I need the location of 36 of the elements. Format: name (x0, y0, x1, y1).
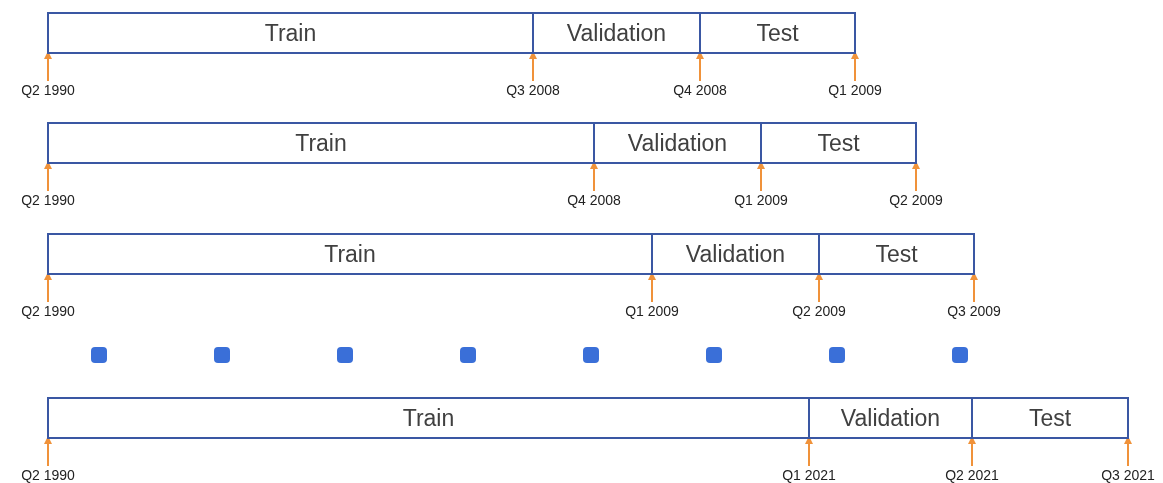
date-label: Q1 2009 (734, 192, 788, 208)
date-label: Q1 2009 (828, 82, 882, 98)
arrow (44, 272, 52, 303)
period-segment: Train (47, 12, 534, 54)
date-label: Q3 2009 (947, 303, 1001, 319)
date-label: Q2 1990 (21, 303, 75, 319)
date-label: Q4 2008 (673, 82, 727, 98)
date-label: Q3 2008 (506, 82, 560, 98)
date-label: Q2 2009 (792, 303, 846, 319)
date-label: Q2 1990 (21, 467, 75, 483)
period-segment: Test (760, 122, 917, 164)
arrow (851, 51, 859, 82)
date-label: Q1 2021 (782, 467, 836, 483)
period-segment: Test (699, 12, 856, 54)
period-segment: Train (47, 233, 653, 275)
arrow (912, 161, 920, 192)
date-label: Q2 2021 (945, 467, 999, 483)
date-label: Q2 1990 (21, 192, 75, 208)
date-label: Q4 2008 (567, 192, 621, 208)
date-label: Q2 2009 (889, 192, 943, 208)
period-segment: Validation (532, 12, 701, 54)
arrow (1124, 436, 1132, 467)
period-segment: Test (818, 233, 975, 275)
date-label: Q3 2021 (1101, 467, 1155, 483)
period-segment: Validation (593, 122, 762, 164)
arrow (44, 436, 52, 467)
arrow (970, 272, 978, 303)
date-label: Q1 2009 (625, 303, 679, 319)
period-segment: Train (47, 122, 595, 164)
arrow (44, 51, 52, 82)
period-segment: Train (47, 397, 810, 439)
arrow (44, 161, 52, 192)
period-segment: Test (971, 397, 1129, 439)
period-segment: Validation (651, 233, 820, 275)
period-segment: Validation (808, 397, 973, 439)
date-label: Q2 1990 (21, 82, 75, 98)
